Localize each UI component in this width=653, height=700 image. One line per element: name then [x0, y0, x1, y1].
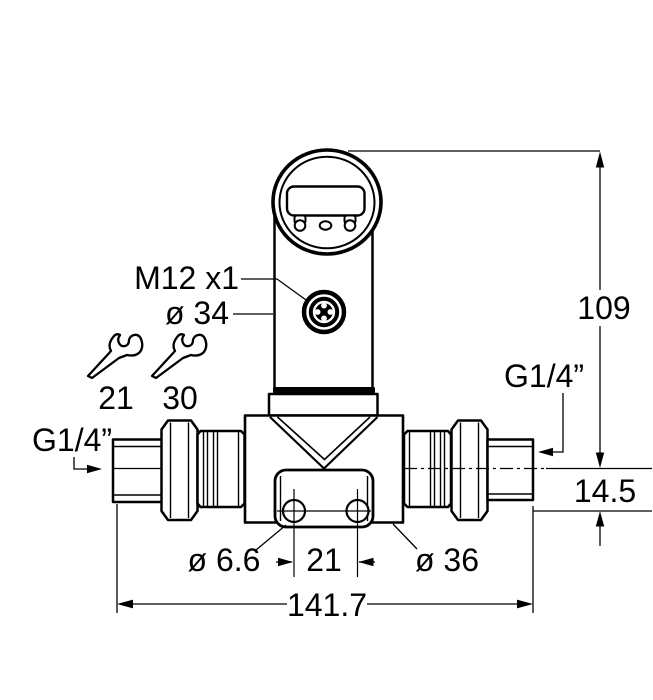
connector-pin: [321, 315, 327, 322]
right-fitting: [402, 419, 535, 522]
arrowhead-right: [517, 599, 533, 609]
connector-pin: [327, 309, 334, 315]
label-overall-height: 109: [577, 290, 630, 326]
leader-connector: [241, 278, 307, 301]
label-connector-thread: M12 x1: [134, 260, 239, 296]
arrowhead-right: [278, 557, 293, 567]
housing-tower: [273, 211, 374, 389]
wrench-icon: [86, 333, 144, 380]
arrowhead-left: [538, 447, 553, 457]
label-port-left: G1/4”: [32, 422, 112, 458]
leader-mounting-hole: [255, 524, 287, 551]
label-wrench-size-right: 30: [162, 380, 198, 416]
dimension-141-7: [116, 504, 534, 613]
arrowhead-right: [87, 464, 102, 474]
connector-pin: [321, 302, 327, 309]
dimension-109: [348, 150, 605, 468]
dimension-14-5: [533, 510, 652, 546]
leader-port-right: [538, 393, 564, 457]
left-clamp-ring: [196, 429, 246, 509]
arrowhead-left: [117, 599, 133, 609]
collar-band: [273, 387, 375, 394]
label-port-right: G1/4”: [504, 358, 584, 394]
button-center: [318, 220, 333, 231]
left-hex-nut: [160, 419, 199, 522]
label-housing-diameter: ø 34: [165, 295, 229, 331]
label-mounting-hole-spacing: 21: [306, 542, 342, 578]
head-inner-ring: [278, 155, 376, 250]
arrowhead-down: [595, 452, 605, 468]
m12-connector: [301, 289, 347, 335]
dimension-21-holes: [276, 489, 375, 577]
right-clamp-ring: [402, 429, 453, 509]
label-wrench-size-left: 21: [98, 380, 134, 416]
button-right: [343, 214, 357, 232]
left-port: [111, 438, 164, 504]
button-left: [293, 214, 307, 232]
right-hex-nut: [450, 419, 489, 522]
connector-pin: [314, 309, 321, 315]
arrowhead-up: [595, 511, 605, 527]
left-fitting: [111, 419, 246, 522]
arrowhead-up: [595, 151, 605, 168]
leader-boss: [392, 523, 418, 550]
chamfer-inner: [276, 416, 371, 461]
leader-port-left: [73, 457, 102, 474]
display-window: [285, 185, 366, 217]
label-boss-diameter: ø 36: [415, 542, 479, 578]
mounting-plate: [273, 468, 375, 529]
neck-adapter: [267, 392, 379, 417]
right-port: [486, 438, 535, 502]
label-mounting-hole-diameter: ø 6.6: [188, 542, 261, 578]
label-hole-axis-offset: 14.5: [574, 473, 636, 509]
wrench-icon: [150, 333, 208, 380]
display-head: [271, 148, 383, 256]
label-overall-length: 141.7: [287, 587, 367, 623]
arrowhead-left: [358, 557, 374, 567]
chamfer-outer: [269, 416, 379, 470]
